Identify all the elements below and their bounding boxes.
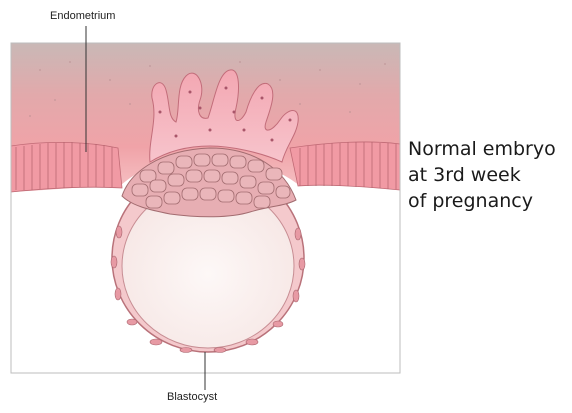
diagram-caption: Normal embryo at 3rd week of pregnancy — [408, 136, 556, 214]
blastocyst-label: Blastocyst — [167, 391, 217, 403]
epithelium-band — [11, 142, 122, 192]
epithelium-band-right — [290, 142, 400, 190]
caption-line-1: Normal embryo — [408, 136, 556, 162]
caption-line-2: at 3rd week — [408, 162, 556, 188]
endometrium-label: Endometrium — [50, 10, 115, 22]
caption-line-3: of pregnancy — [408, 188, 556, 214]
